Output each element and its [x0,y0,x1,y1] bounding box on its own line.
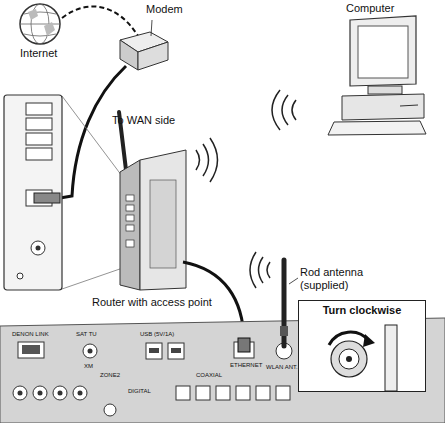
label: COAXIAL [196,372,222,379]
label: To WAN side [112,114,175,127]
label: XM [84,363,93,370]
inset-title: Turn clockwise [299,301,425,316]
label: ETHERNET [230,362,262,369]
label: ZONE2 [100,372,120,379]
label: Router with access point [92,296,212,309]
label: DENON LINK [12,331,49,338]
label: SAT TU [76,331,97,338]
label: WLAN ANT. [266,364,298,371]
label: DIGITAL [128,388,151,395]
label: Internet [20,47,57,60]
inset-box: Turn clockwise [298,300,426,392]
label: Modem [146,3,183,16]
label: Rod antenna (supplied) [300,266,380,291]
label: Computer [346,2,394,15]
label: USB (5V/1A) [140,331,174,338]
